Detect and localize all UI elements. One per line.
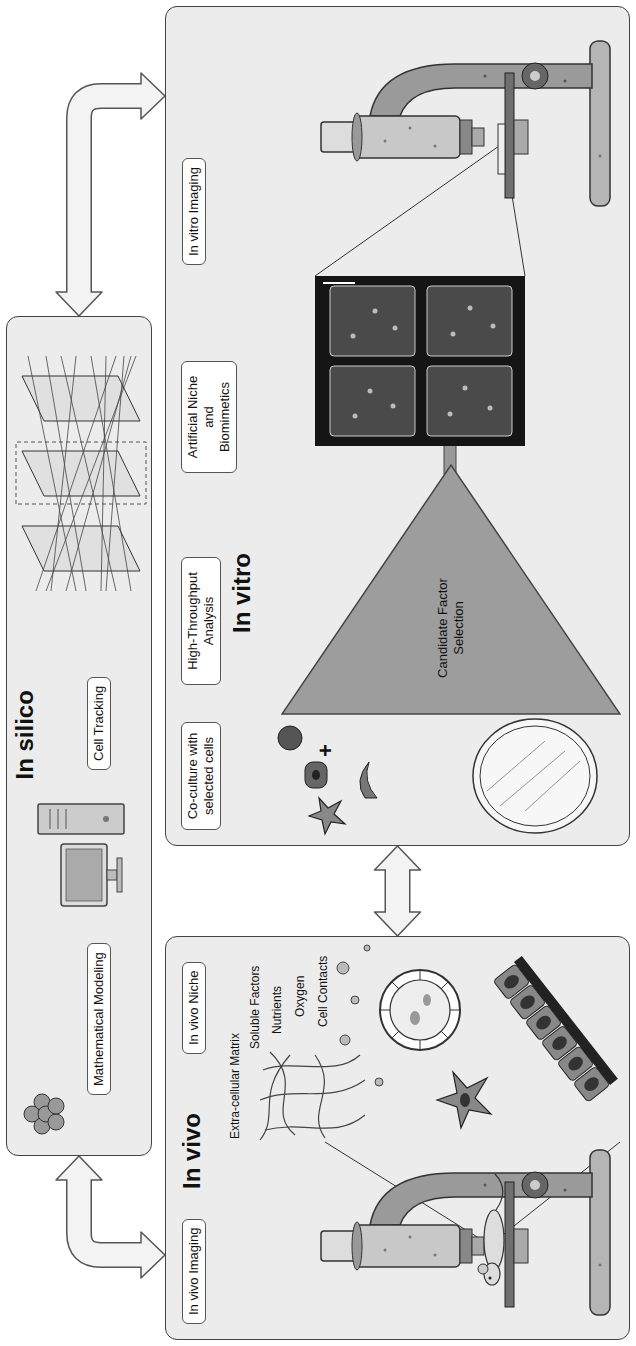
panel-fills bbox=[6, 6, 630, 1340]
panel-fill bbox=[165, 936, 630, 1340]
funnel-shape: Candidate Factor Selection bbox=[281, 455, 621, 715]
panel-fill bbox=[6, 316, 152, 1156]
petri-dish bbox=[473, 719, 597, 833]
niche-label: Nutrients bbox=[270, 986, 284, 1034]
mouse-icon bbox=[478, 1174, 504, 1285]
extracellular-matrix-fibers bbox=[260, 1052, 365, 1140]
double-arrow bbox=[56, 1156, 165, 1278]
box-text: Co-culture with selected cells bbox=[185, 731, 217, 821]
box-text: Artificial Niche and Biomimetics bbox=[185, 370, 233, 464]
arrow-fill bbox=[386, 867, 409, 915]
funnel-triangle bbox=[282, 465, 620, 714]
box-text: In vitro Imaging bbox=[186, 167, 202, 256]
panel-heading: In silico bbox=[11, 690, 39, 779]
epithelial-cells bbox=[492, 956, 618, 1102]
label-box: High-Throughput Analysis bbox=[181, 557, 221, 685]
box-text: Cell Tracking bbox=[91, 686, 107, 761]
arrow-head bbox=[375, 912, 421, 936]
arrow-fill bbox=[79, 1177, 144, 1255]
label-box: In vitro Imaging bbox=[182, 158, 206, 265]
label-box: Cell Tracking bbox=[87, 677, 111, 770]
label-box: Artificial Niche and Biomimetics bbox=[181, 361, 237, 473]
sample-slide bbox=[498, 124, 505, 174]
cell-tracking-image bbox=[16, 356, 146, 591]
label-box: In vivo Niche bbox=[182, 962, 206, 1054]
arrow-fill bbox=[79, 96, 144, 295]
panel-box: In silicoMathematical Modeling Cell Track… bbox=[6, 316, 152, 1156]
panel-heading: In vivo bbox=[178, 1113, 206, 1189]
label-box: Co-culture with selected cells bbox=[181, 722, 221, 830]
arrow-head bbox=[141, 73, 165, 119]
arrow-outline bbox=[79, 96, 144, 295]
panel-box: In vitroCo-culture with selected cells Hi… bbox=[165, 6, 630, 846]
funnel-outline bbox=[281, 455, 621, 715]
factor-dots bbox=[337, 945, 383, 1086]
zoom-line bbox=[315, 146, 499, 276]
arrow-head bbox=[375, 846, 421, 870]
box-text: Mathematical Modeling bbox=[91, 952, 107, 1086]
double-arrow bbox=[375, 846, 421, 936]
niche-label: Extra-cellular Matrix bbox=[228, 1033, 242, 1139]
arrow-head bbox=[141, 1232, 165, 1278]
blood-vessel bbox=[380, 970, 460, 1050]
label-box: Mathematical Modeling bbox=[87, 943, 111, 1095]
arrow-head bbox=[56, 292, 102, 316]
panel-box: In vivo In vivo Imaging In vivo NicheExtra… bbox=[165, 936, 630, 1340]
box-text: High-Throughput Analysis bbox=[185, 566, 217, 676]
box-text: In vivo Niche bbox=[186, 971, 202, 1045]
niche-label: Oxygen bbox=[293, 976, 307, 1017]
arrow-head bbox=[56, 1156, 102, 1180]
funnel-label: Candidate Factor Selection bbox=[435, 553, 467, 703]
in-vitro-art bbox=[278, 41, 610, 834]
plus-sign: + bbox=[314, 744, 338, 757]
microscope-icon bbox=[321, 1150, 610, 1315]
molecule-icon bbox=[24, 1094, 64, 1134]
in-vivo-art bbox=[260, 945, 620, 1315]
panel-fill bbox=[165, 6, 630, 846]
microscope-icon bbox=[321, 41, 610, 206]
niche-label: Cell Contacts bbox=[316, 956, 330, 1027]
arrow-outline bbox=[79, 1177, 144, 1255]
computer-icon bbox=[38, 804, 124, 906]
panel-heading: In vitro bbox=[228, 553, 256, 633]
niche-label: Soluble Factors bbox=[248, 966, 262, 1049]
co-culture-cells bbox=[278, 726, 377, 834]
stellate-cell bbox=[437, 1072, 491, 1128]
arrow-outline bbox=[385, 867, 411, 915]
label-box: In vivo Imaging bbox=[182, 1219, 206, 1324]
double-arrow bbox=[56, 73, 165, 316]
well-plate-photo bbox=[315, 276, 525, 446]
box-text: In vivo Imaging bbox=[186, 1228, 202, 1315]
